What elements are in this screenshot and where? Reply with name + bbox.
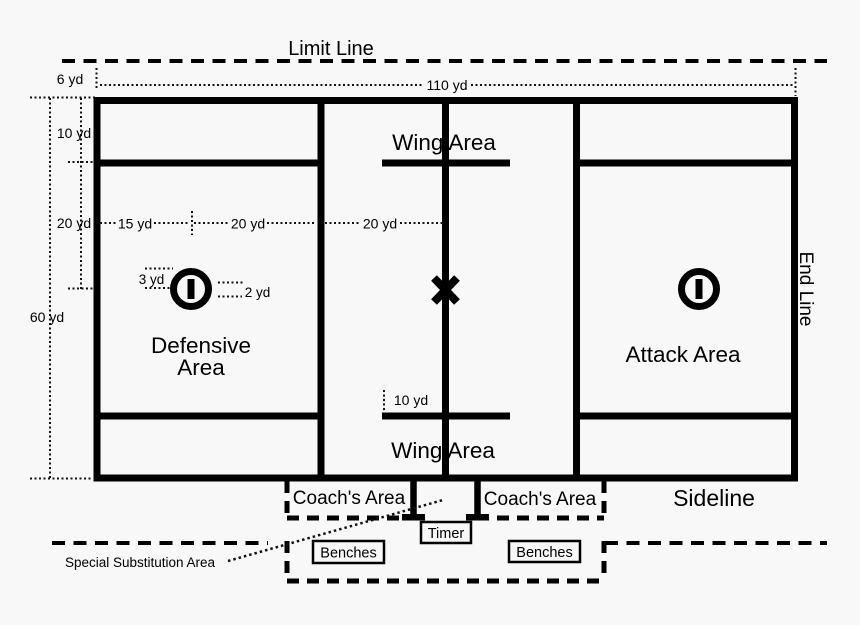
wing-10yd-label: 10 yd <box>394 392 428 408</box>
crease-3yd-label: 3 yd <box>139 272 165 287</box>
timer-table-foot-right <box>466 514 489 521</box>
ten-yd-label: 10 yd <box>57 125 91 141</box>
crease-3yd-measure <box>145 267 173 289</box>
defensive-area-label-line1: Defensive <box>151 333 251 358</box>
timer-table-foot-left <box>402 514 425 521</box>
length-110yd-label: 110 yd <box>427 77 468 93</box>
limit-line-label: Limit Line <box>288 38 374 60</box>
benches-right-label: Benches <box>516 545 572 561</box>
defensive-goal-crease <box>170 268 212 310</box>
sixty-yd-label: 60 yd <box>30 309 64 325</box>
center-faceoff-x-icon <box>431 275 460 305</box>
timer-table-posts <box>410 481 481 516</box>
timer-box <box>419 520 473 545</box>
center-20yd-label: 20 yd <box>363 216 397 232</box>
coachs-area-left-label: Coach's Area <box>293 488 406 509</box>
wing-area-top-label: Wing Area <box>392 130 496 155</box>
end-line-label: End Line <box>795 251 816 326</box>
benches-box-right <box>507 539 582 564</box>
crease-2yd-label: 2 yd <box>245 285 271 300</box>
fifteen-yd-label: 15 yd <box>118 216 152 232</box>
defensive-goal-icon <box>187 279 195 299</box>
six-yd-label: 6 yd <box>57 71 83 87</box>
twenty-yd-label: 20 yd <box>57 215 91 231</box>
timer-label: Timer <box>428 526 465 542</box>
coachs-area-right-label: Coach's Area <box>484 489 597 510</box>
benches-box-left <box>311 539 386 565</box>
restraining-20yd-label: 20 yd <box>231 216 265 232</box>
defensive-area-label-line2: Area <box>177 355 225 380</box>
sideline-label: Sideline <box>673 485 755 511</box>
crease-2yd-measure <box>218 281 244 298</box>
benches-left-label: Benches <box>320 546 376 562</box>
special-substitution-pointer-line <box>227 498 444 563</box>
wing-area-bottom-label: Wing Area <box>391 438 495 463</box>
attack-area-label: Attack Area <box>625 342 741 367</box>
attack-goal-crease <box>678 268 720 310</box>
special-substitution-area-label: Special Substitution Area <box>65 555 216 570</box>
attack-goal-icon <box>695 279 703 299</box>
